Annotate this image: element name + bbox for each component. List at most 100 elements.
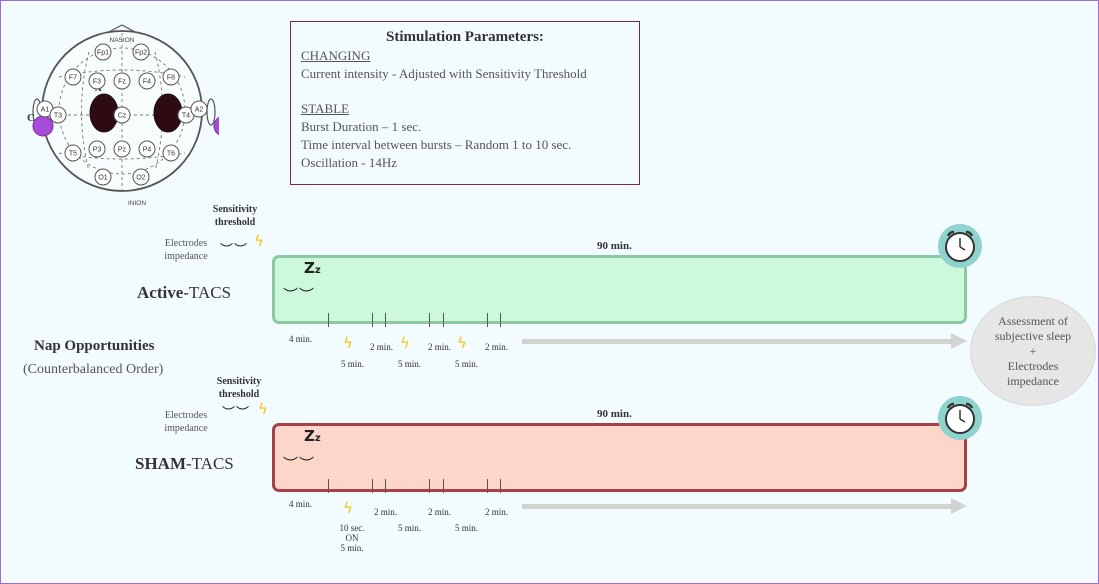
electrode-label: Fp2	[135, 50, 147, 57]
electrode-o2	[132, 168, 150, 186]
timeline-tick	[385, 479, 386, 493]
active-tacs-label: Active-TACS	[137, 283, 232, 302]
electrode-label: O1	[98, 175, 107, 182]
electrode-label: F7	[69, 75, 77, 82]
timeline-tick	[443, 479, 444, 493]
electrode-t3	[49, 106, 67, 124]
timeline-tick	[328, 313, 329, 327]
electrode-label: T5	[69, 151, 77, 158]
label-c: C	[27, 112, 35, 124]
active-first-interval: 4 min.	[289, 334, 313, 344]
closed-eyes-icon: ︶︶	[283, 455, 316, 473]
gap-duration: 2 min.	[428, 507, 452, 517]
nap-subtitle: (Counterbalanced Order)	[23, 362, 164, 377]
nasion-label: NASION	[110, 37, 135, 44]
nap-title: Nap Opportunities	[34, 338, 155, 354]
stable-line: Oscillation - 14Hz	[301, 155, 398, 170]
stimulation-parameters-box: Stimulation Parameters: CHANGING Current…	[290, 21, 640, 185]
electrode-p4	[138, 140, 156, 158]
timeline-tick	[385, 313, 386, 327]
timeline-tick	[372, 313, 373, 327]
closed-eyes-icon: ︶︶	[220, 243, 249, 258]
assessment-circle: Assessment of subjective sleep + Electro…	[970, 296, 1096, 406]
timeline-tick	[487, 479, 488, 493]
timeline-tick	[372, 479, 373, 493]
closed-eyes-icon: ︶︶	[222, 406, 251, 421]
timeline-tick	[443, 313, 444, 327]
electrode-f3	[88, 72, 106, 90]
timeline-tick	[487, 313, 488, 327]
parameters-title: Stimulation Parameters:	[386, 29, 544, 45]
gap-duration: 2 min.	[428, 342, 452, 352]
active-duration: 90 min.	[597, 240, 632, 252]
lightning-bolt-icon: ϟ	[258, 400, 268, 418]
electrode-label: Pz	[118, 147, 127, 154]
gap-duration: 2 min.	[374, 507, 398, 517]
electrode-label: O2	[136, 175, 145, 182]
electrode-f8	[162, 68, 180, 86]
lightning-bolt-icon: ϟ	[400, 334, 410, 352]
lightning-bolt-icon: ϟ	[343, 499, 353, 517]
timeline-tick	[500, 313, 501, 327]
electrode-label: P3	[93, 147, 102, 154]
timeline-tick	[500, 479, 501, 493]
stim-duration: 5 min.	[398, 359, 422, 369]
zzz-icon: Zz	[304, 427, 321, 445]
electrode-label: T3	[54, 113, 62, 120]
electrode-p3	[88, 140, 106, 158]
timeline-tick	[429, 479, 430, 493]
inion-label: INION	[128, 200, 146, 207]
eeg-head-diagram: NASION INION A Fp1Fp2F7F3FzF4F8A1T3CzT4A…	[32, 24, 219, 207]
electrode-fp1	[94, 43, 112, 61]
arrow-right-icon	[951, 498, 967, 514]
electrode-fp2	[132, 43, 150, 61]
lightning-bolt-icon: ϟ	[343, 334, 353, 352]
sham-first-interval: 4 min.	[289, 499, 313, 509]
electrode-cz	[113, 106, 131, 124]
electrode-label: Cz	[118, 113, 127, 120]
electrode-pz	[113, 140, 131, 158]
changing-line: Current intensity - Adjusted with Sensit…	[301, 66, 587, 81]
gap-duration: 2 min.	[485, 507, 509, 517]
electrode-label: T6	[167, 151, 175, 158]
stim-duration: 5 min.	[398, 523, 422, 533]
electrode-a2	[190, 100, 208, 118]
timeline-tick	[328, 479, 329, 493]
sham-tacs-label: SHAM-TACS	[135, 454, 234, 473]
active-session-bar	[272, 255, 967, 324]
electrode-label: Fz	[118, 79, 126, 86]
stable-line: Time interval between bursts – Random 1 …	[301, 137, 572, 152]
stable-line: Burst Duration – 1 sec.	[301, 119, 422, 134]
zzz-icon: Zz	[304, 259, 321, 277]
lightning-bolt-icon: ϟ	[457, 334, 467, 352]
stim-duration: 5 min.	[455, 523, 479, 533]
electrode-f4	[138, 72, 156, 90]
alarm-clock-icon	[938, 224, 982, 268]
alarm-clock-icon	[938, 396, 982, 440]
electrode-label: A1	[41, 107, 50, 114]
electrode-o1	[94, 168, 112, 186]
electrode-label: F8	[167, 75, 175, 82]
stable-heading: STABLE	[301, 101, 350, 116]
electrode-label: F4	[143, 79, 151, 86]
electrode-label: T4	[182, 113, 190, 120]
sham-session-bar	[272, 423, 967, 492]
arrow-right-icon	[951, 333, 967, 349]
stim-duration: 5 min.	[341, 359, 365, 369]
electrode-label: A2	[195, 107, 204, 114]
electrode-label: Fp1	[97, 50, 109, 57]
sham-duration: 90 min.	[597, 408, 632, 420]
timeline-arrow	[522, 339, 952, 344]
timeline-arrow	[522, 504, 952, 509]
electrode-t6	[162, 144, 180, 162]
timeline-tick	[429, 313, 430, 327]
electrode-fz	[113, 72, 131, 90]
electrode-label: P4	[143, 147, 152, 154]
electrode-t5	[64, 144, 82, 162]
